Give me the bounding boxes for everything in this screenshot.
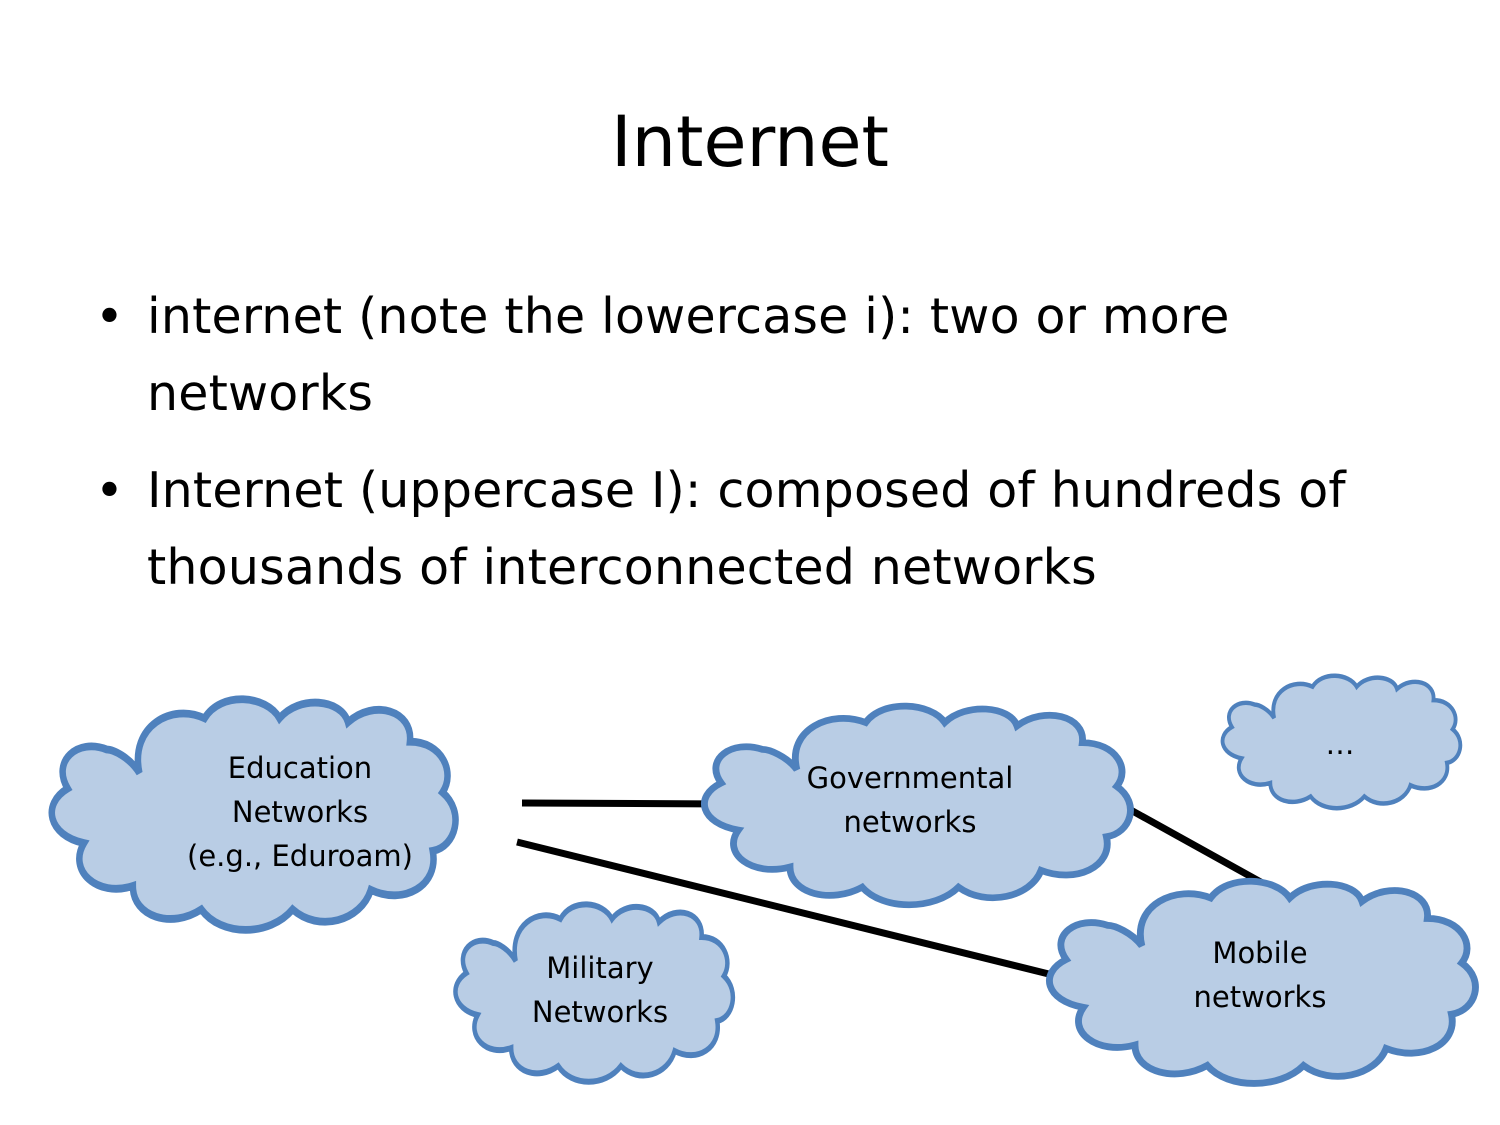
bullet-marker: • <box>95 288 125 345</box>
bullet-list: • internet (note the lowercase i): two o… <box>95 278 1435 626</box>
slide-title: Internet <box>611 101 889 183</box>
bullet-text: internet (note the lowercase i): two or … <box>147 288 1230 422</box>
bullet-text: Internet (uppercase I): composed of hund… <box>147 462 1346 596</box>
education-networks-label: Education Networks (e.g., Eduroam) <box>187 751 413 873</box>
bullet-item-internet-uppercase: • Internet (uppercase I): composed of hu… <box>95 452 1435 606</box>
other-networks-label: … <box>1325 727 1355 761</box>
edge-education-governmental <box>521 799 729 808</box>
military-networks-label: Military Networks <box>531 951 669 1029</box>
edge-governmental-mobile <box>1118 800 1277 894</box>
mobile-networks-label: Mobile networks <box>1193 936 1327 1014</box>
governmental-networks-label: Governmental networks <box>806 761 1014 839</box>
bullet-item-internet-lowercase: • internet (note the lowercase i): two o… <box>95 278 1435 432</box>
bullet-marker: • <box>95 462 125 519</box>
edge-education-mobile <box>516 838 1078 985</box>
